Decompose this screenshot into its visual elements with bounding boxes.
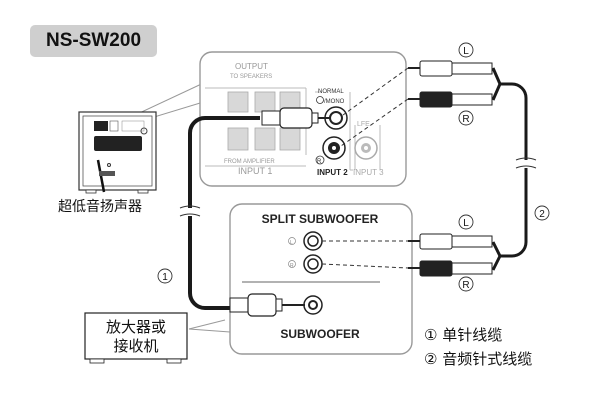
legend-text: 音频针式线缆 — [442, 350, 533, 368]
amplifier-label: 放大器或 接收机 — [85, 318, 187, 356]
rear-r-marker: R — [317, 159, 322, 165]
subwoofer-output-label: SUBWOOFER — [280, 327, 360, 341]
cable-2 — [408, 60, 537, 277]
from-amplifier-label: FROM AMPLIFIER — [224, 159, 275, 165]
legend-item: ② 音频针式线缆 — [424, 347, 532, 371]
legend: ① 单针线缆 ② 音频针式线缆 — [424, 323, 532, 371]
legend-num: ① — [424, 326, 438, 344]
amplifier-label-line2: 接收机 — [113, 337, 159, 355]
cable2-marker: 2 — [539, 209, 545, 220]
lfe-label: LFE — [357, 121, 370, 128]
split-subwoofer-label: SPLIT SUBWOOFER — [262, 212, 379, 226]
amp-l-marker: L — [290, 240, 293, 246]
output-label: OUTPUT — [235, 62, 268, 71]
input1-label: INPUT 1 — [238, 166, 272, 176]
amplifier-unit — [84, 312, 188, 364]
amp-r-marker: R — [290, 263, 294, 269]
legend-text: 单针线缆 — [442, 326, 503, 344]
plug-l-bottom: L — [463, 218, 469, 229]
cable1-marker: 1 — [162, 272, 168, 283]
mono-label: /MONO — [324, 99, 345, 105]
amplifier-label-line1: 放大器或 — [105, 318, 166, 336]
input3-label: INPUT 3 — [353, 168, 384, 177]
legend-item: ① 单针线缆 — [424, 323, 532, 347]
plug-l-top: L — [463, 46, 469, 57]
cable-1 — [179, 107, 330, 317]
normal-label: NORMAL — [318, 89, 344, 95]
plug-r-top: R — [462, 114, 469, 125]
subwoofer-unit — [78, 111, 157, 194]
model-title-badge: NS-SW200 — [30, 25, 157, 57]
to-speakers-label: TO SPEAKERS — [230, 74, 272, 80]
dashed-connections — [321, 67, 409, 269]
callout-lines-amp — [188, 319, 231, 333]
legend-num: ② — [424, 350, 438, 368]
input2-label: INPUT 2 — [317, 168, 348, 177]
subwoofer-label: 超低音扬声器 — [58, 199, 142, 215]
plug-r-bottom: R — [462, 280, 469, 291]
